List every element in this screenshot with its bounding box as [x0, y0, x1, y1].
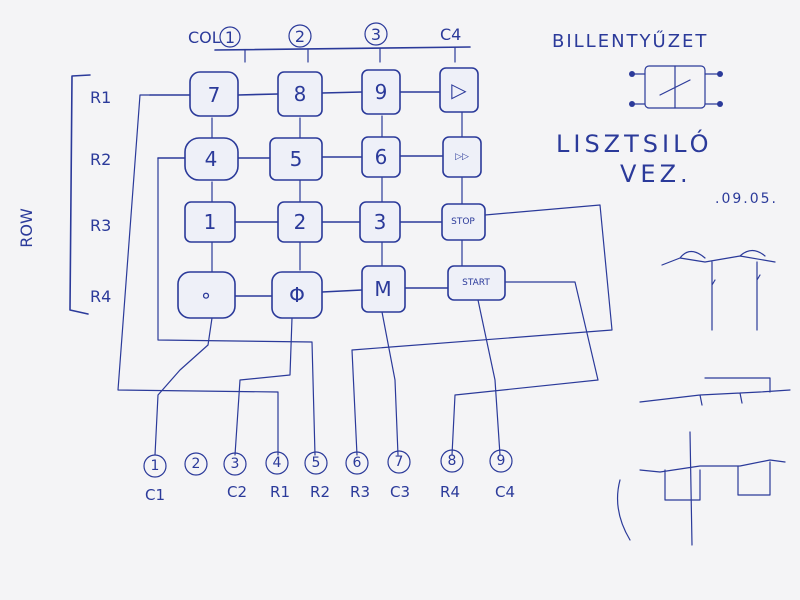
svg-text:1: 1 [204, 210, 217, 234]
column-drops [244, 47, 456, 63]
col-2-circle [288, 24, 312, 48]
key-6: 6 [361, 136, 401, 178]
pin-3: 3 C2 [223, 452, 247, 501]
row-label-r1: R1 [90, 88, 111, 107]
row-label-r2: R2 [90, 150, 111, 169]
key-start: START [447, 265, 506, 301]
svg-text:▷▷: ▷▷ [455, 152, 469, 162]
svg-text:∘: ∘ [200, 283, 213, 307]
wire-r3 [351, 204, 613, 456]
key-7: 7 [189, 71, 239, 117]
svg-text:8: 8 [448, 453, 457, 469]
row-bracket [69, 74, 91, 315]
col-label-4: C4 [440, 25, 461, 44]
side-sketch-2 [639, 377, 791, 406]
row4-links [234, 287, 449, 297]
pin-4: 4 R1 [265, 451, 290, 501]
key-9: 9 [361, 69, 401, 115]
col-label-2: 2 [295, 27, 305, 46]
key-2: 2 [277, 201, 323, 243]
svg-text:2: 2 [294, 210, 307, 234]
svg-text:5: 5 [312, 455, 321, 471]
note-line1: LISZTSILÓ [556, 128, 713, 158]
svg-text:6: 6 [375, 145, 388, 169]
key-play: ▷ [439, 67, 479, 113]
note-title: BILLENTYŰZET [552, 30, 708, 52]
svg-text:R4: R4 [440, 483, 460, 501]
wire-c3 [381, 311, 399, 456]
svg-text:R2: R2 [310, 483, 330, 501]
svg-text:R1: R1 [270, 483, 290, 501]
svg-text:STOP: STOP [451, 217, 475, 227]
row-group-label: ROW [17, 208, 36, 248]
pin-8: 8 R4 [440, 449, 464, 501]
svg-text:6: 6 [353, 455, 362, 471]
svg-text:C2: C2 [227, 483, 247, 501]
key-8: 8 [277, 71, 323, 117]
col-label-1: 1 [225, 28, 235, 47]
key-fast-forward: ▷▷ [442, 136, 482, 178]
svg-text:Φ: Φ [289, 283, 305, 307]
key-stop: STOP [441, 203, 486, 241]
connector-pins: 1 C1 2 3 C2 4 R1 5 R2 6 R3 [143, 449, 515, 504]
column-bus-line [214, 46, 471, 51]
svg-text:5: 5 [290, 147, 303, 171]
pin-1: 1 C1 [143, 454, 167, 504]
wire-r1 [117, 94, 279, 456]
key-phi: Φ [271, 271, 323, 319]
svg-text:R3: R3 [350, 483, 370, 501]
row-label-r4: R4 [90, 287, 111, 306]
wire-c1 [154, 317, 213, 456]
svg-text:M: M [374, 277, 391, 301]
svg-text:2: 2 [192, 456, 201, 472]
pin-2: 2 [184, 452, 208, 476]
pin-6: 6 R3 [345, 451, 370, 501]
svg-text:4: 4 [273, 455, 282, 471]
side-sketch-1 [661, 249, 776, 331]
col-label-3: 3 [371, 25, 381, 44]
pin-7: 7 C3 [387, 450, 411, 501]
side-sketch-3 [616, 431, 786, 546]
svg-text:C3: C3 [390, 483, 410, 501]
col-1-circle [219, 26, 241, 48]
svg-text:START: START [462, 278, 490, 288]
svg-text:9: 9 [497, 453, 506, 469]
col-prefix: COL [188, 28, 221, 47]
svg-text:9: 9 [375, 80, 388, 104]
row2-links [157, 155, 444, 159]
svg-text:7: 7 [395, 454, 404, 470]
svg-text:3: 3 [231, 456, 240, 472]
wire-c4 [477, 299, 501, 456]
svg-text:4: 4 [205, 147, 218, 171]
note-line2: VEZ. [620, 160, 692, 188]
wire-c2 [234, 317, 293, 456]
svg-text:8: 8 [294, 82, 307, 106]
svg-text:C1: C1 [145, 486, 165, 504]
svg-text:▷: ▷ [451, 78, 467, 102]
key-4: 4 [184, 137, 239, 181]
note-date: .09.05. [715, 191, 778, 207]
key-zero: ∘ [177, 271, 236, 319]
col-3-circle [364, 22, 388, 46]
svg-text:3: 3 [374, 210, 387, 234]
key-5: 5 [269, 137, 323, 181]
svg-text:7: 7 [208, 83, 221, 107]
key-m: M [361, 265, 406, 313]
row1-links [149, 91, 441, 96]
wire-r2 [157, 157, 316, 456]
svg-text:C4: C4 [495, 483, 515, 501]
key-3: 3 [359, 201, 401, 243]
pin-5: 5 R2 [304, 451, 330, 501]
key-1: 1 [184, 201, 236, 243]
row-label-r3: R3 [90, 216, 111, 235]
pin-9: 9 C4 [489, 449, 515, 501]
switch-sketch [629, 65, 723, 109]
svg-text:1: 1 [151, 458, 160, 474]
wire-r4 [451, 281, 599, 456]
